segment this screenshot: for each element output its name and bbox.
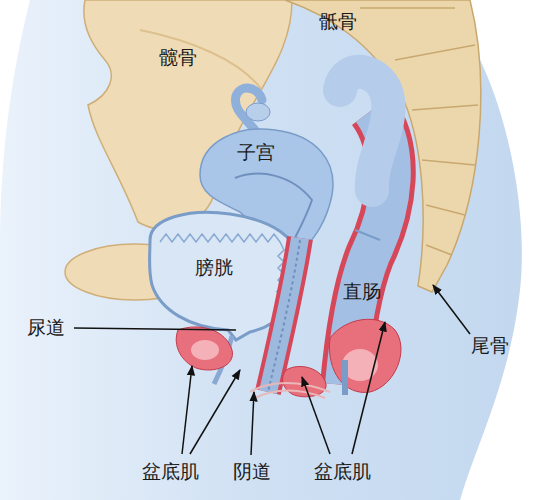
pelvic-floor-right [329,319,401,392]
part-label: 子宫 [237,142,275,164]
anal-canal [342,360,348,395]
part-label: 骶骨 [319,11,357,33]
part-label: 尿道 [27,317,65,339]
bladder-lining [160,234,284,292]
part-label: 阴道 [233,461,271,483]
part-label: 直肠 [343,281,381,303]
part-label: 盆底肌 [314,461,371,483]
part-label: 尾骨 [471,335,509,357]
pelvic-floor-left-inner [191,340,219,360]
pelvic-floor-left [176,327,232,370]
hip-bone-shade [140,30,262,90]
body-outline [0,0,522,500]
sigmoid-colon [340,72,388,190]
rectum-fold [355,230,380,240]
perineum-fibres [250,383,330,398]
leader-lines [74,285,470,455]
ovary [246,103,270,121]
part-label: 髋骨 [159,47,197,69]
part-label: 盆底肌 [142,461,199,483]
part-label: 膀胱 [195,257,233,279]
